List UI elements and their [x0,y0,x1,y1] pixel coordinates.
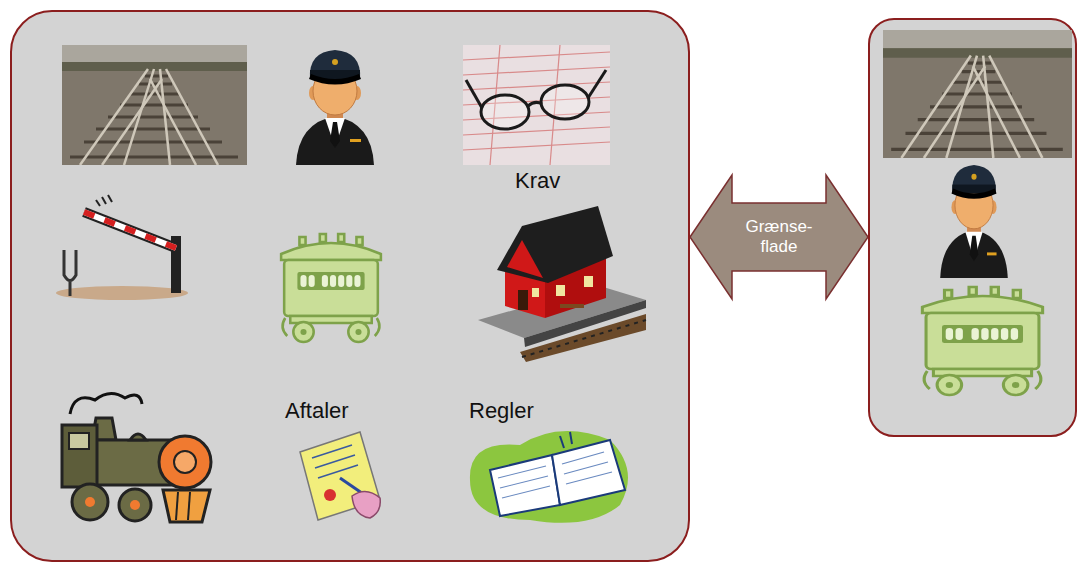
panel-box: KravAftaler Regler [10,10,690,562]
railway-carriage [281,234,1043,395]
icon-caption: Krav [515,168,560,193]
interface-arrow [690,175,868,299]
steam-locomotive [62,393,211,522]
level-crossing-barrier [56,195,188,300]
icon-caption: Aftaler [285,398,349,423]
contract-picture [300,432,380,520]
arrow-label: Grænse- flade [734,217,824,258]
rulebook-picture [470,431,628,523]
panel-box [868,18,1077,437]
requirements-photo [463,45,610,165]
track-photo [62,30,1072,165]
station-building [478,206,646,362]
icon-caption: Regler [469,398,534,423]
conductor-figure [296,50,1008,278]
